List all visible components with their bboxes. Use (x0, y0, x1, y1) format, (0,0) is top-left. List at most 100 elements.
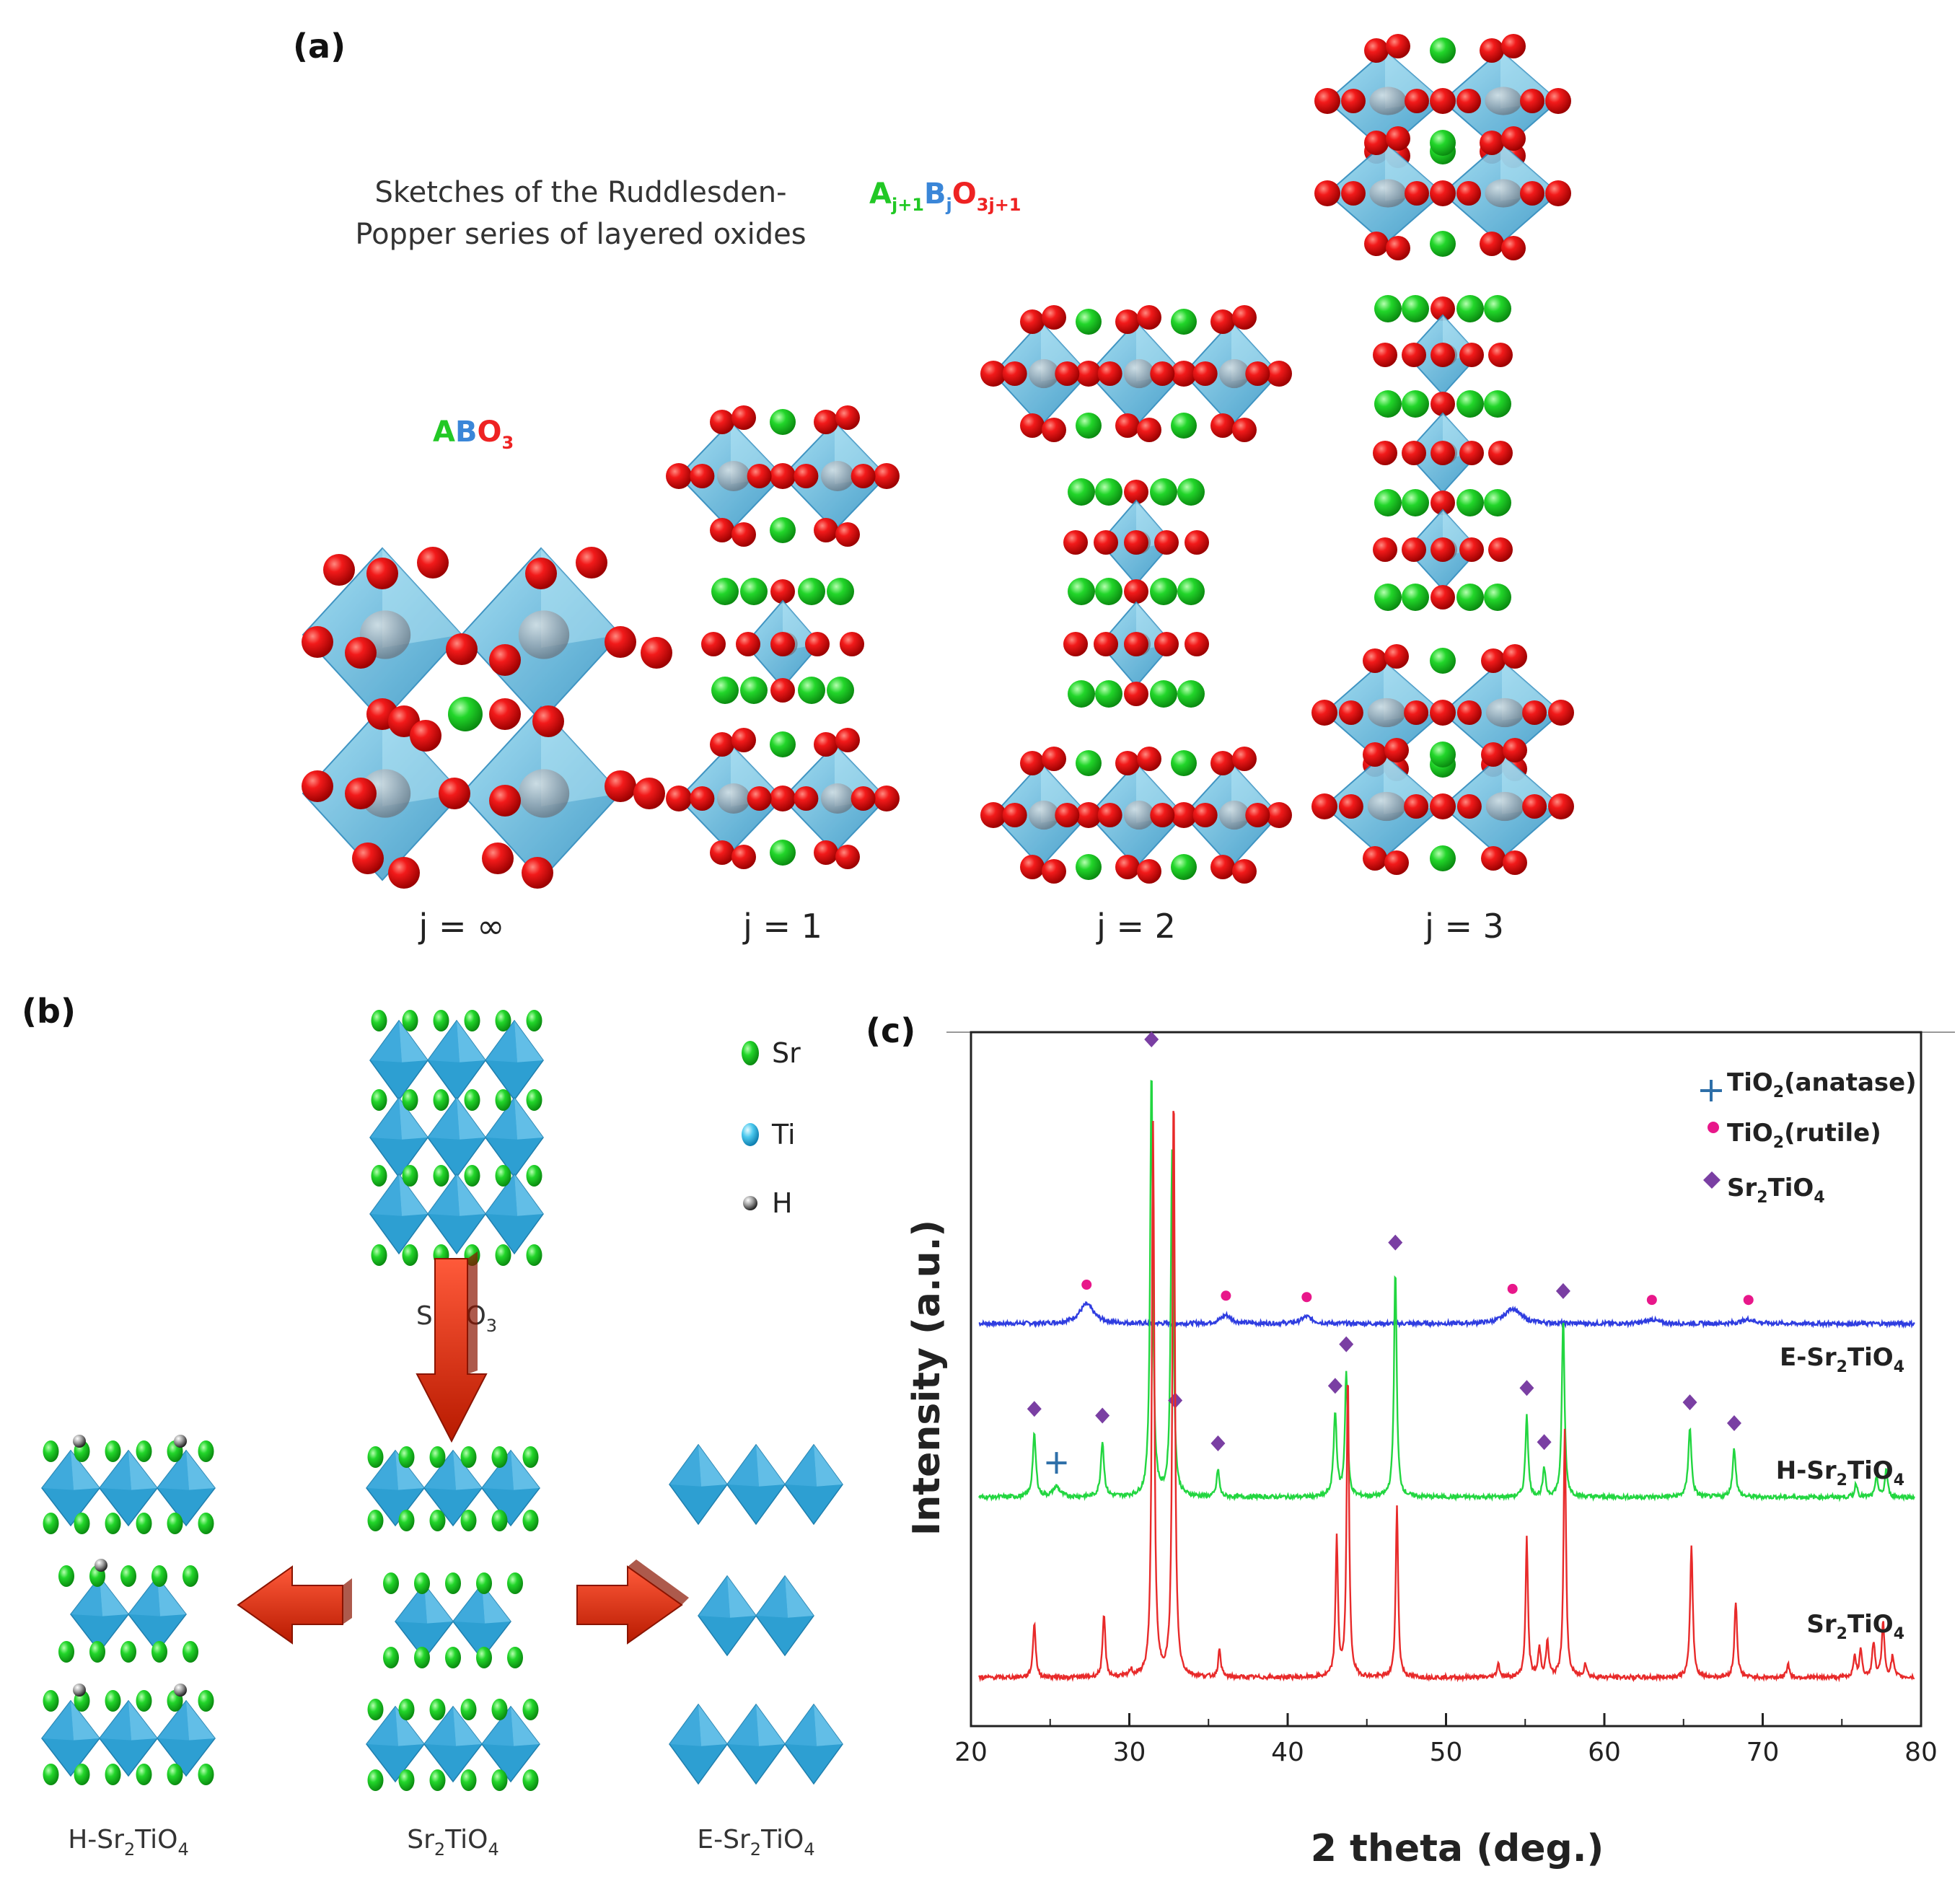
oxygen-atom (605, 626, 636, 658)
sr2tio4-peak-marker (1095, 1407, 1110, 1424)
tio6-octahedron (99, 1699, 158, 1777)
sr-atom (58, 1641, 74, 1663)
oxygen-atom (489, 644, 521, 676)
oxygen-atom (1402, 441, 1426, 465)
rutile-peak-marker (1507, 1283, 1518, 1294)
sr-atom (167, 1764, 183, 1785)
oxygen-atom (770, 463, 796, 489)
sr2tio4-peak-marker (1027, 1401, 1042, 1417)
oxygen-atom (1501, 126, 1526, 151)
oxygen-atom (710, 518, 734, 542)
tio6-octahedron (427, 1019, 486, 1101)
sr-atom (371, 1010, 387, 1031)
oxygen-atom (532, 705, 564, 737)
sr-atom (198, 1764, 214, 1785)
a-site-atom (1456, 390, 1484, 418)
oxygen-atom (1042, 859, 1066, 884)
sr-atom (445, 1572, 461, 1594)
sr-atom (136, 1440, 152, 1462)
oxygen-atom (731, 728, 756, 752)
sr-atom (398, 1510, 415, 1531)
sr-atom (383, 1572, 399, 1594)
a-site-atom (1402, 295, 1429, 322)
a-site-atom (1374, 584, 1402, 611)
oxygen-atom (1431, 537, 1455, 562)
a-site-atom (1171, 413, 1197, 439)
crystal-structures-group (302, 34, 1574, 889)
sr2tio4-peak-marker (1519, 1380, 1534, 1396)
octahedron (677, 421, 784, 532)
octahedron (1323, 659, 1444, 766)
oxygen-atom (851, 464, 876, 488)
a-site-atom (448, 697, 483, 731)
oxygen-atom (1431, 441, 1455, 465)
oxygen-atom (576, 547, 607, 578)
sr-atom (526, 1089, 542, 1111)
oxygen-atom (439, 778, 470, 809)
rutile-peak-marker (1743, 1295, 1754, 1306)
sr-atom (167, 1513, 183, 1534)
sr2tio4-marker-icon (1703, 1171, 1721, 1189)
oxygen-atom (489, 785, 521, 817)
oxygen-atom (410, 720, 441, 752)
oxygen-atom (814, 732, 838, 757)
oxygen-atom (1210, 855, 1235, 879)
a-site-atom (1095, 680, 1122, 708)
sr-atom (522, 1769, 539, 1791)
oxygen-atom (366, 558, 398, 589)
sr-atom (371, 1165, 387, 1187)
down-arrow (416, 1251, 488, 1443)
sr-atom (433, 1089, 449, 1111)
tio6-octahedron (784, 1443, 843, 1526)
sr-atom (429, 1446, 446, 1468)
anatase-peak-marker (1046, 1452, 1067, 1474)
sr-atom (105, 1690, 121, 1712)
oxygen-atom (1431, 343, 1455, 367)
oxygen-atom (345, 637, 377, 669)
oxygen-atom (835, 845, 860, 869)
sr-atom (402, 1165, 418, 1187)
oxygen-atom (1548, 700, 1574, 726)
sr-atom (495, 1244, 511, 1266)
sr-atom (429, 1699, 446, 1720)
oxygen-atom (1020, 855, 1045, 879)
oxygen-atom (1097, 361, 1122, 386)
oxygen-atom (1405, 89, 1429, 113)
rutile-peak-marker (1221, 1290, 1231, 1301)
a-site-atom (1150, 680, 1177, 708)
oxygen-atom (1266, 361, 1292, 387)
oxygen-atom (1480, 38, 1504, 63)
oxygen-atom (1094, 632, 1118, 656)
tio6-octahedron (70, 1575, 129, 1653)
oxygen-atom (1363, 846, 1387, 871)
tio6-octahedron (481, 1705, 540, 1783)
oxygen-atom (1338, 794, 1363, 819)
tio6-octahedron (669, 1443, 728, 1526)
a-site-atom (1456, 295, 1484, 322)
oxygen-atom (1431, 490, 1455, 515)
a-site-atom (1484, 390, 1511, 418)
oxygen-atom (1430, 793, 1456, 819)
sr2tio4-peak-marker (1339, 1336, 1354, 1352)
x-tick-label: 50 (1430, 1738, 1463, 1767)
sr2tio4-peak-marker (1144, 1031, 1159, 1048)
oxygen-atom (1185, 632, 1209, 656)
oxygen-atom (345, 778, 377, 809)
j-label-1: j = 1 (742, 907, 822, 946)
x-tick-label: 40 (1271, 1738, 1304, 1767)
oxygen-atom (1192, 361, 1218, 386)
sr-atom (402, 1010, 418, 1031)
oxygen-atom (1456, 700, 1482, 725)
tio6-octahedron (485, 1096, 544, 1179)
oxygen-atom (1456, 89, 1481, 113)
octahedron (460, 705, 622, 881)
a-site-atom (1456, 584, 1484, 611)
oxygen-atom (1431, 392, 1455, 416)
oxygen-atom (731, 845, 756, 869)
sr-atom (429, 1510, 446, 1531)
oxygen-atom (1002, 361, 1027, 386)
material-label-sr2tio4: Sr2TiO4 (407, 1825, 498, 1860)
material-label-h-sr2tio4: H-Sr2TiO4 (68, 1825, 189, 1860)
a-site-atom (1076, 413, 1102, 439)
